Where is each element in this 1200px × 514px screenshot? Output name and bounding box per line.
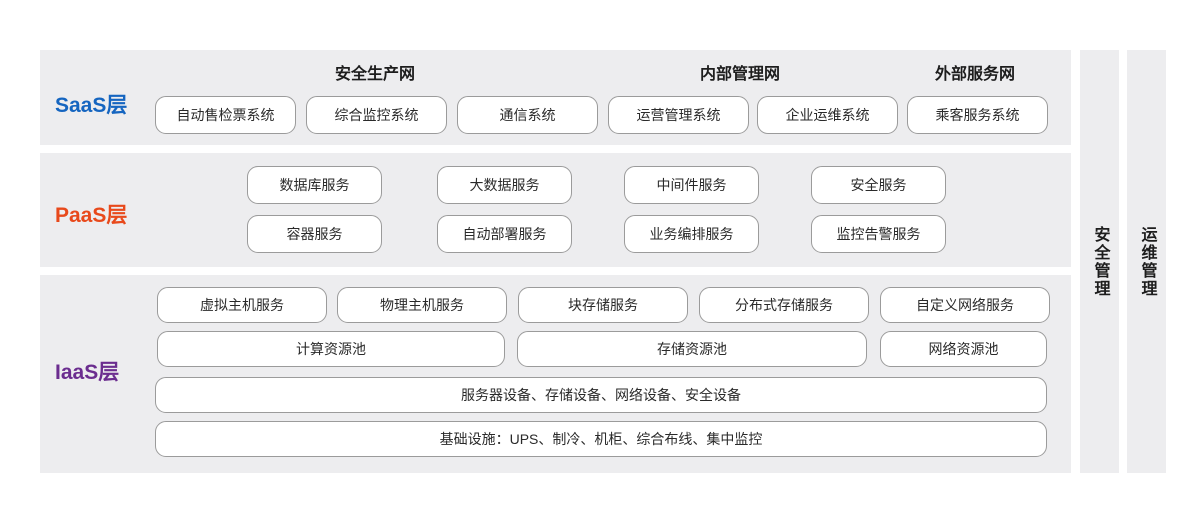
iaas-layer-title: IaaS层 — [55, 361, 120, 384]
saas-item-communication[interactable]: 通信系统 — [457, 96, 598, 134]
paas-item-auto-deploy[interactable]: 自动部署服务 — [437, 215, 572, 253]
iaas-pool-network[interactable]: 网络资源池 — [880, 331, 1047, 367]
network-header-external: 外部服务网 — [934, 66, 1015, 83]
paas-item-bigdata[interactable]: 大数据服务 — [437, 166, 572, 204]
network-header-production: 安全生产网 — [334, 66, 415, 83]
iaas-facility-list[interactable]: 基础设施：UPS、制冷、机柜、综合布线、集中监控 — [155, 421, 1047, 457]
paas-item-security[interactable]: 安全服务 — [811, 166, 946, 204]
saas-layer-title: SaaS层 — [55, 94, 128, 117]
paas-item-database[interactable]: 数据库服务 — [247, 166, 382, 204]
saas-item-operation-management[interactable]: 运营管理系统 — [608, 96, 749, 134]
iaas-device-list[interactable]: 服务器设备、存储设备、网络设备、安全设备 — [155, 377, 1047, 413]
paas-item-middleware[interactable]: 中间件服务 — [624, 166, 759, 204]
network-header-internal: 内部管理网 — [699, 66, 780, 83]
side-panel-security-management-label: 安全管理 — [1091, 225, 1109, 298]
saas-item-iscs[interactable]: 综合监控系统 — [306, 96, 447, 134]
iaas-pool-storage[interactable]: 存储资源池 — [517, 331, 867, 367]
side-panel-om-management[interactable]: 运维管理 — [1127, 50, 1166, 473]
saas-item-enterprise-om[interactable]: 企业运维系统 — [757, 96, 898, 134]
iaas-item-distributed-storage[interactable]: 分布式存储服务 — [699, 287, 869, 323]
side-panel-om-management-label: 运维管理 — [1138, 225, 1156, 298]
paas-item-monitor-alarm[interactable]: 监控告警服务 — [811, 215, 946, 253]
paas-item-container[interactable]: 容器服务 — [247, 215, 382, 253]
iaas-item-virtual-host[interactable]: 虚拟主机服务 — [157, 287, 327, 323]
iaas-pool-compute[interactable]: 计算资源池 — [157, 331, 505, 367]
iaas-item-physical-host[interactable]: 物理主机服务 — [337, 287, 507, 323]
paas-layer-title: PaaS层 — [55, 204, 128, 227]
side-panel-security-management[interactable]: 安全管理 — [1080, 50, 1119, 473]
iaas-item-block-storage[interactable]: 块存储服务 — [518, 287, 688, 323]
saas-item-afc[interactable]: 自动售检票系统 — [155, 96, 296, 134]
saas-item-passenger-service[interactable]: 乘客服务系统 — [907, 96, 1048, 134]
iaas-item-custom-network[interactable]: 自定义网络服务 — [880, 287, 1050, 323]
paas-item-orchestration[interactable]: 业务编排服务 — [624, 215, 759, 253]
